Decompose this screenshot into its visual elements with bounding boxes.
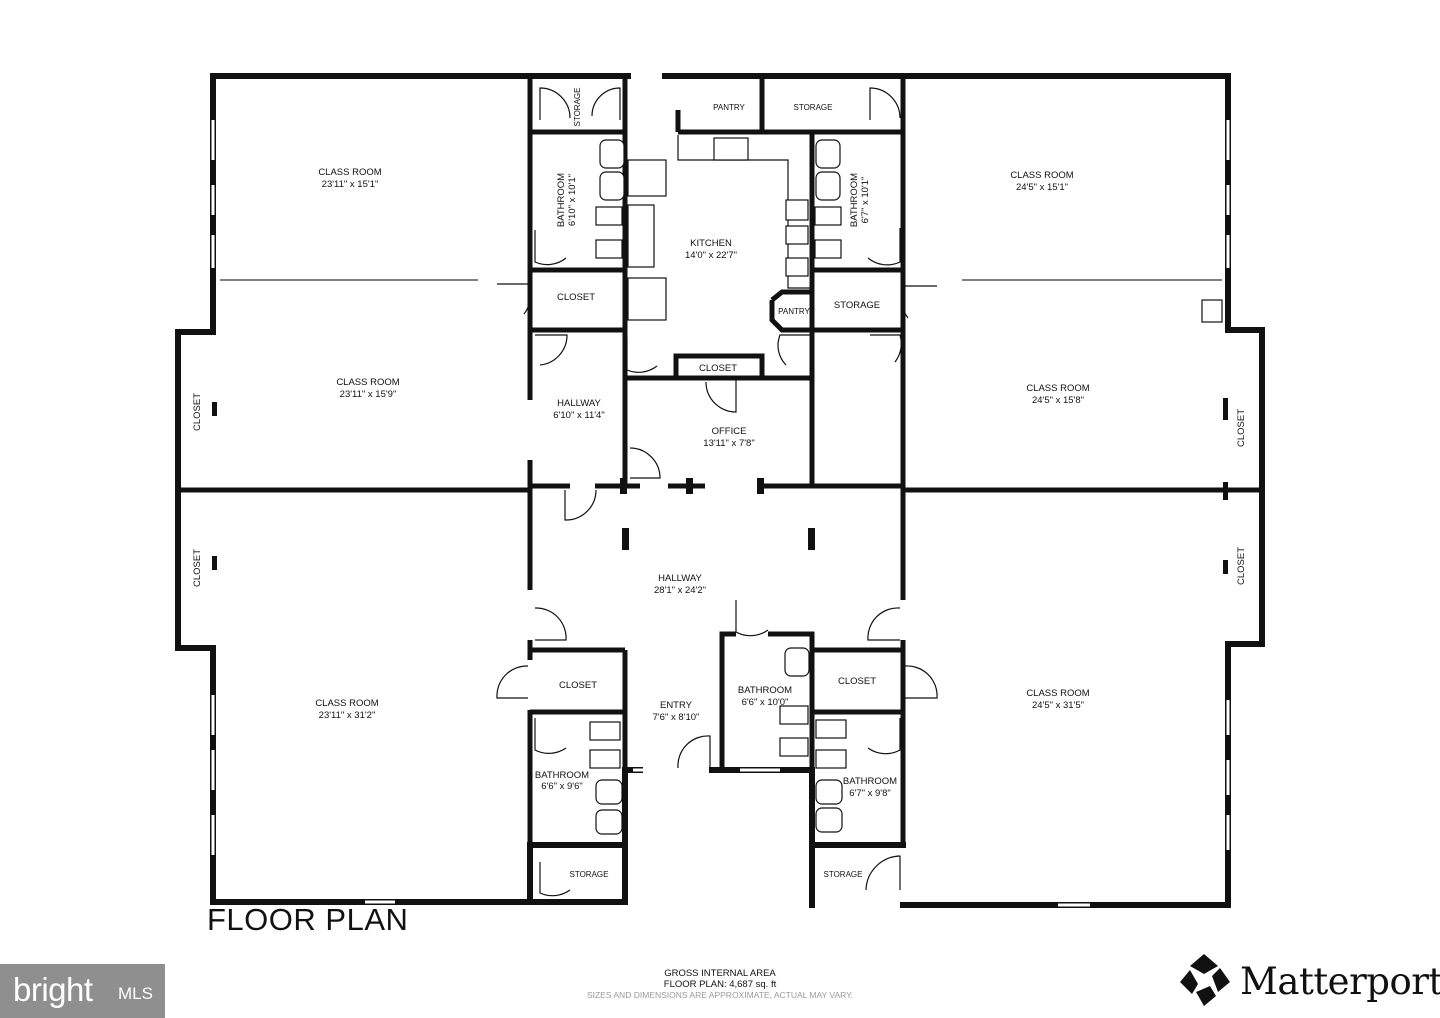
- classroom-sw-dims: 23'11" x 31'2": [319, 710, 376, 721]
- bathroom-se-name: BATHROOM: [843, 776, 897, 787]
- matterport-mark-icon: [1180, 954, 1230, 1006]
- bathroom-center-dims: 6'6" x 10'0": [742, 697, 789, 708]
- bathroom-se-dims: 6'7" x 9'8": [849, 788, 891, 799]
- office-dims: 13'11" x 7'8": [703, 438, 754, 449]
- room-labels: CLASS ROOM 23'11" x 15'1" CLASS ROOM 23'…: [192, 88, 1247, 879]
- classroom-ne-dims: 24'5" x 15'1": [1016, 182, 1068, 193]
- storage-label: STORAGE: [794, 103, 833, 112]
- kitchen-name: KITCHEN: [690, 238, 732, 249]
- entry-dims: 7'6" x 8'10": [653, 712, 700, 723]
- entry-name: ENTRY: [660, 700, 693, 711]
- fixtures: [589, 135, 1223, 835]
- interior-walls: [178, 76, 1262, 845]
- closet-label: CLOSET: [192, 549, 203, 587]
- mls-logo-word: MLS: [118, 984, 153, 1003]
- closet-label: CLOSET: [559, 680, 597, 691]
- hallway-n-dims: 6'10" x 11'4": [553, 410, 604, 421]
- bathroom-ne-name: BATHROOM: [849, 173, 860, 227]
- hallway-main-name: HALLWAY: [658, 573, 702, 584]
- matterport-text: Matterport: [1240, 960, 1440, 1003]
- classroom-sw-name: CLASS ROOM: [315, 698, 378, 709]
- classroom-w-dims: 23'11" x 15'9": [340, 389, 397, 400]
- classroom-w-name: CLASS ROOM: [336, 377, 399, 388]
- bathroom-nw-dims: 6'10" x 10'1": [567, 174, 578, 226]
- door-swings: [496, 87, 938, 897]
- floor-plan-title: FLOOR PLAN: [207, 902, 409, 937]
- matterport-word: Matterport®: [1240, 960, 1440, 1003]
- bright-mls-logo: bright MLS: [0, 964, 165, 1018]
- gia-note: SIZES AND DIMENSIONS ARE APPROXIMATE, AC…: [586, 990, 854, 1000]
- hallway-main-dims: 28'1" x 24'2": [654, 585, 706, 596]
- bathroom-sw-dims: 6'6" x 9'6": [541, 781, 583, 792]
- windows: [211, 120, 1230, 907]
- bathroom-sw-name: BATHROOM: [535, 770, 589, 781]
- bright-logo-word: bright: [13, 971, 93, 1008]
- classroom-se-name: CLASS ROOM: [1026, 688, 1089, 699]
- hallway-n-name: HALLWAY: [557, 398, 601, 409]
- bathroom-center-name: BATHROOM: [738, 685, 792, 696]
- office-name: OFFICE: [712, 426, 747, 437]
- closet-label: CLOSET: [1236, 547, 1247, 585]
- bathroom-nw-name: BATHROOM: [556, 173, 567, 227]
- closet-label: CLOSET: [1236, 409, 1247, 447]
- classroom-nw-dims: 23'11" x 15'1": [322, 179, 379, 190]
- storage-label: STORAGE: [570, 870, 609, 879]
- closet-label: CLOSET: [838, 676, 876, 687]
- pantry-label: PANTRY: [778, 307, 810, 316]
- storage-label: STORAGE: [824, 870, 863, 879]
- gross-internal-area: GROSS INTERNAL AREA FLOOR PLAN: 4,687 sq…: [540, 968, 900, 1001]
- posts: [212, 398, 1228, 574]
- closet-label: CLOSET: [699, 363, 737, 374]
- storage-label: STORAGE: [573, 88, 582, 127]
- walls: [175, 73, 1265, 908]
- matterport-logo: Matterport®: [1176, 952, 1440, 1008]
- classroom-e-name: CLASS ROOM: [1026, 383, 1089, 394]
- kitchen-dims: 14'0" x 22'7": [685, 250, 737, 261]
- closet-label: CLOSET: [192, 393, 203, 431]
- classroom-ne-name: CLASS ROOM: [1010, 170, 1073, 181]
- bathroom-ne-dims: 6'7" x 10'1": [860, 177, 871, 224]
- classroom-e-dims: 24'5" x 15'8": [1032, 395, 1084, 406]
- closet-label: CLOSET: [557, 292, 595, 303]
- storage-label: STORAGE: [834, 300, 880, 311]
- classroom-se-dims: 24'5" x 31'5": [1032, 700, 1084, 711]
- classroom-nw-name: CLASS ROOM: [318, 167, 381, 178]
- pantry-label: PANTRY: [713, 103, 745, 112]
- gia-value: FLOOR PLAN: 4,687 sq. ft: [663, 979, 777, 990]
- gia-title: GROSS INTERNAL AREA: [664, 968, 776, 979]
